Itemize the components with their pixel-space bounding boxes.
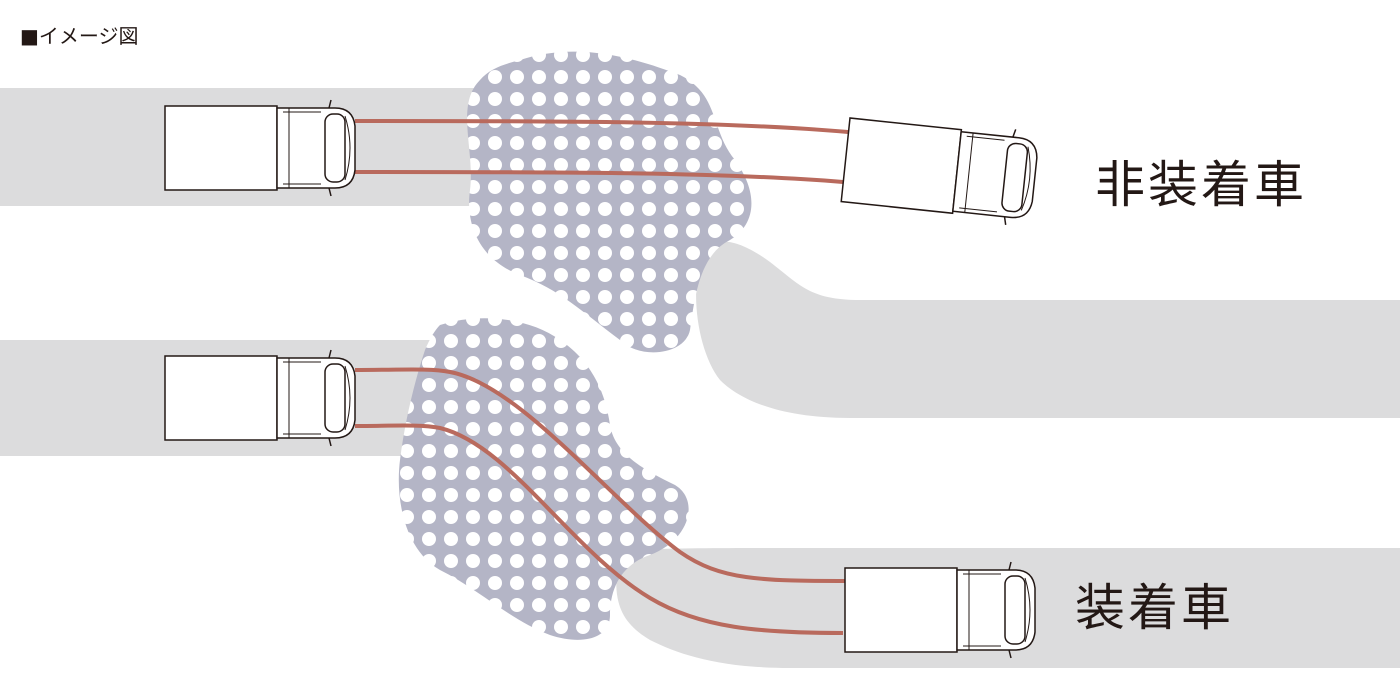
slippery-patch-bottom <box>398 318 689 640</box>
label-without-device: 非装着車 <box>1095 156 1307 214</box>
label-with-device: 装着車 <box>1075 579 1234 637</box>
truck-start-top <box>164 99 356 197</box>
tire-tracks-top <box>354 119 849 184</box>
truck-end-bottom <box>844 561 1036 659</box>
truck-start-bottom <box>164 349 356 447</box>
tire-tracks-bottom <box>354 367 849 635</box>
image-note: ■イメージ図 <box>20 24 139 48</box>
slippery-patch-top <box>467 51 752 353</box>
truck-end-top <box>839 111 1041 229</box>
